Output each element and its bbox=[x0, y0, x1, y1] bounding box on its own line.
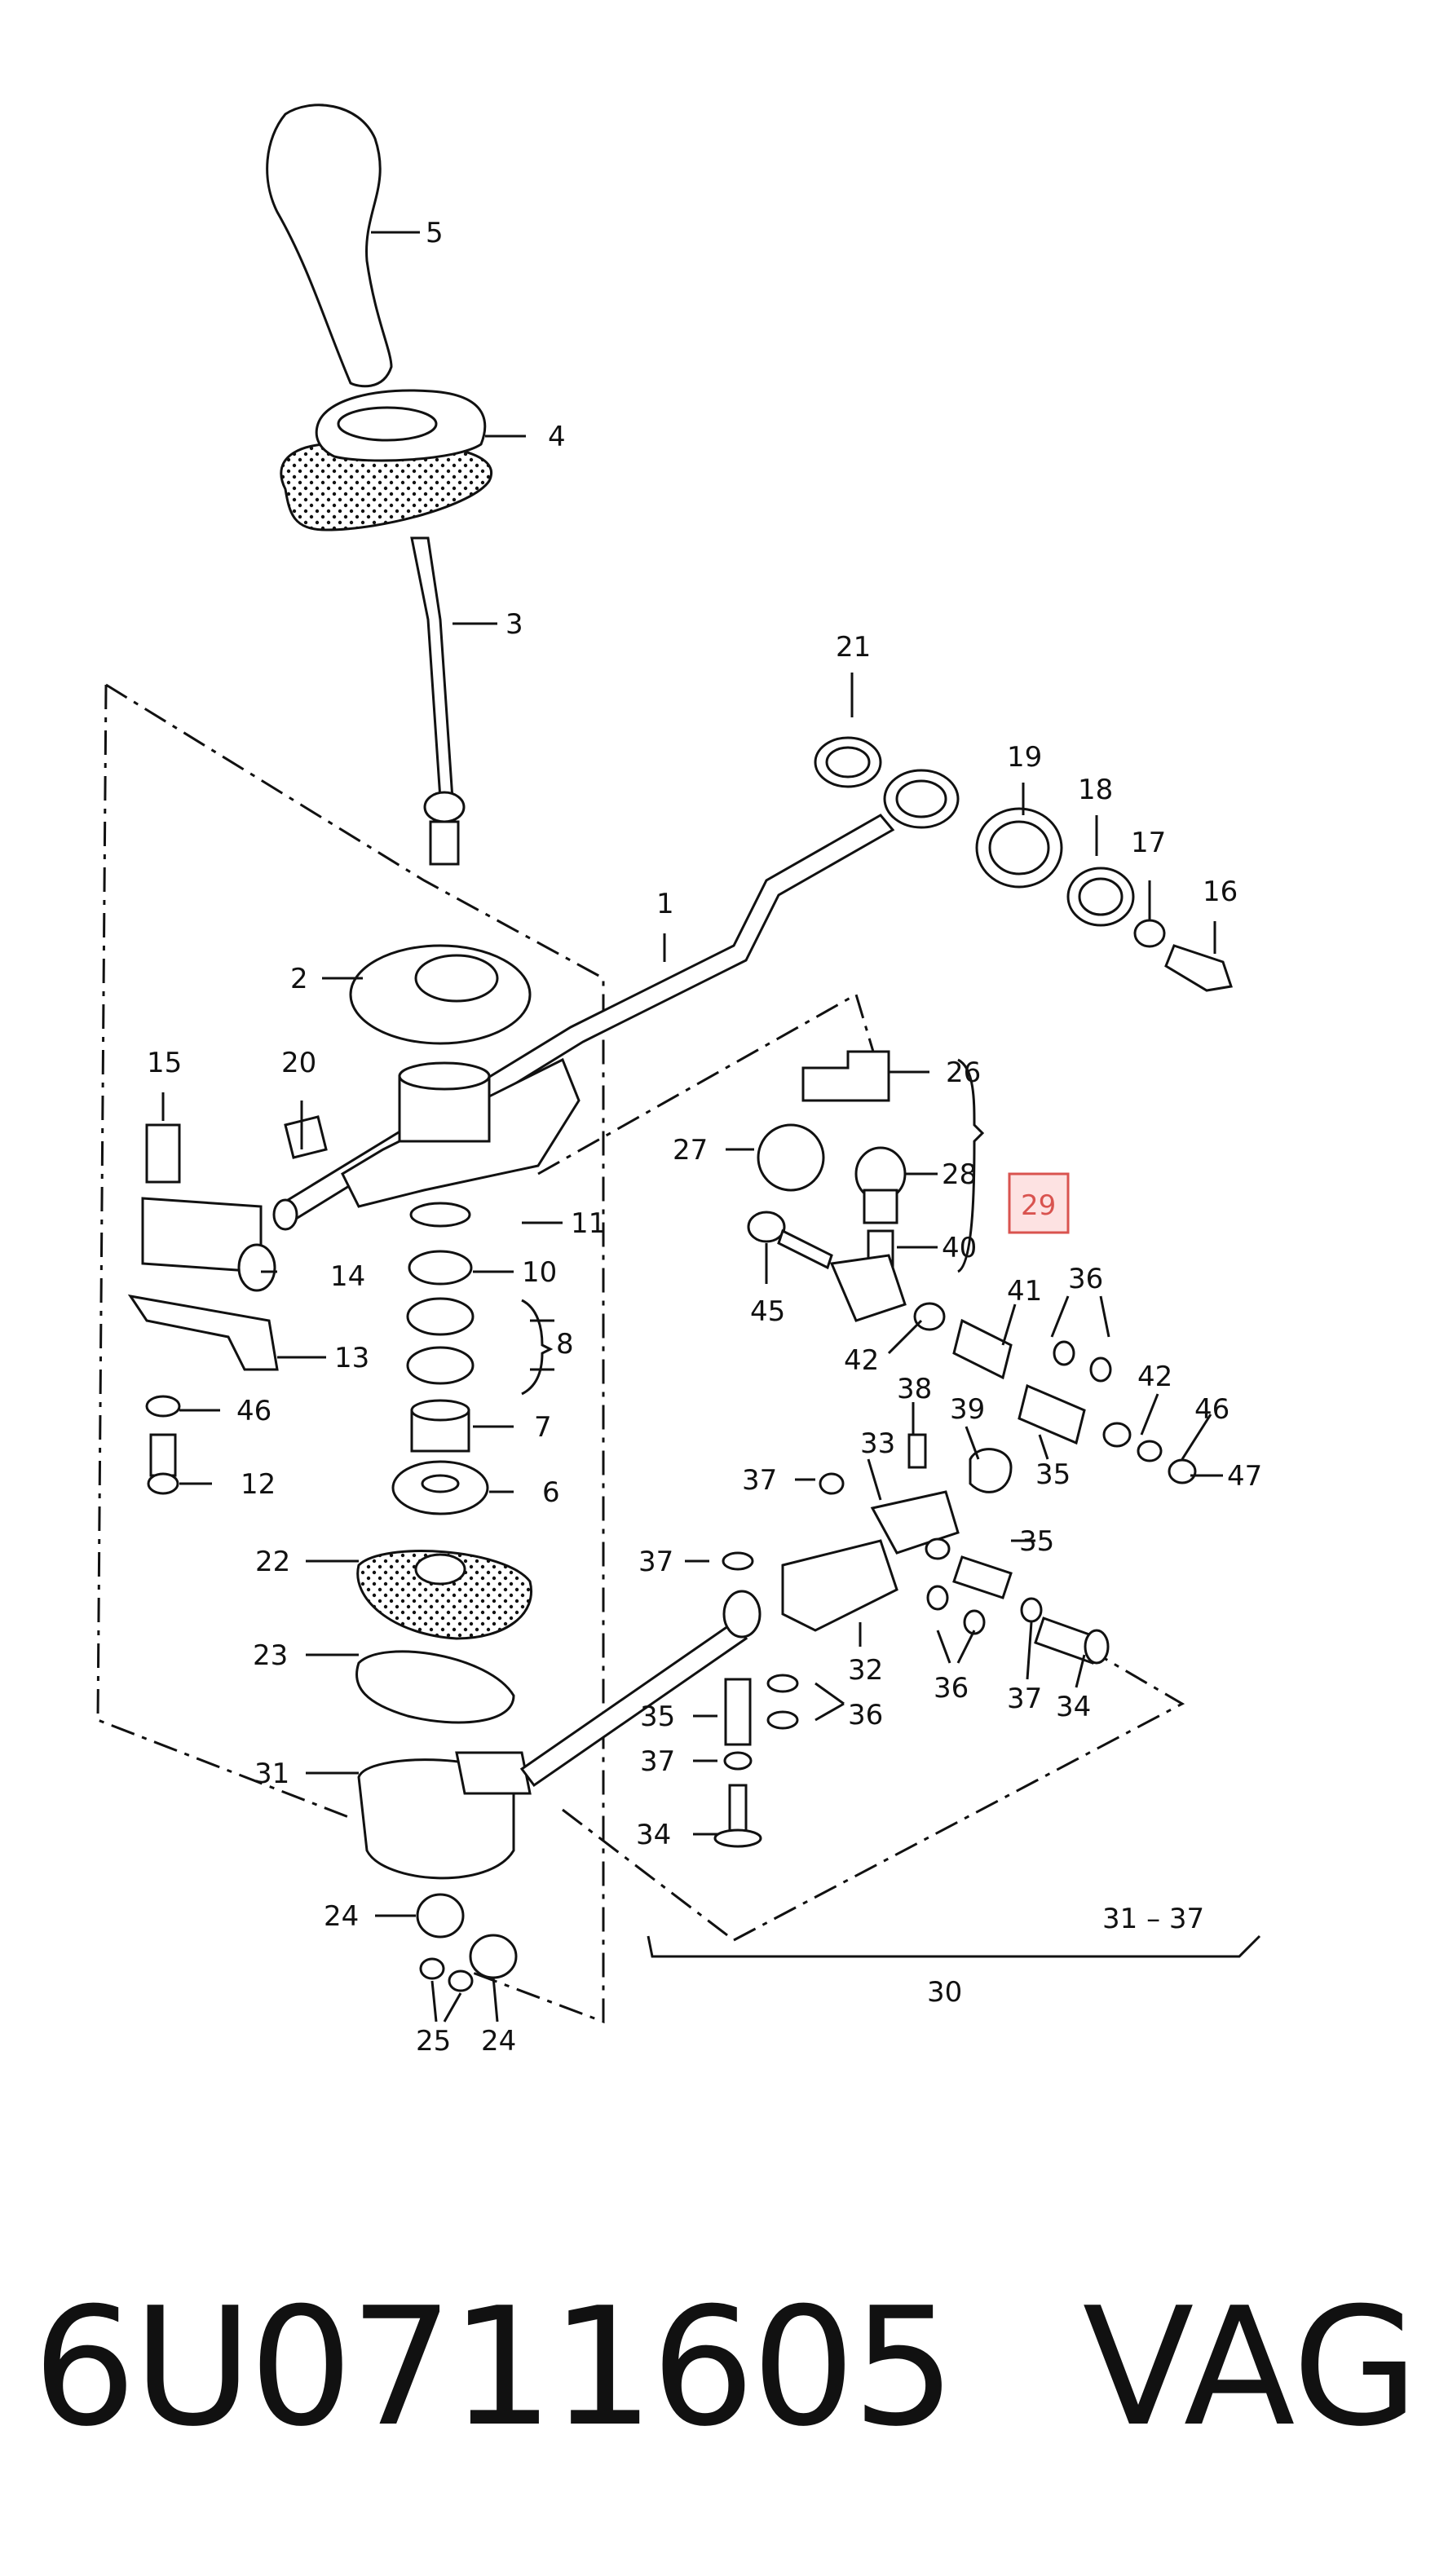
base-housing-parts bbox=[355, 1550, 762, 1880]
shift-knob bbox=[266, 104, 393, 388]
label-12: 12 bbox=[241, 1468, 276, 1501]
label-5: 5 bbox=[426, 217, 444, 249]
bearing-stack bbox=[391, 1202, 489, 1515]
label-40: 40 bbox=[942, 1232, 977, 1264]
label-32: 32 bbox=[848, 1654, 883, 1687]
label-28: 28 bbox=[942, 1158, 977, 1191]
part-number: 6U0711605 bbox=[33, 2273, 956, 2463]
label-42b: 42 bbox=[1137, 1361, 1172, 1393]
label-37a: 37 bbox=[742, 1464, 777, 1497]
exploded-parts-diagram: 5 4 3 21 19 18 17 16 1 2 20 15 26 27 28 … bbox=[96, 104, 1262, 2058]
label-11: 11 bbox=[571, 1207, 606, 1240]
label-6: 6 bbox=[542, 1476, 560, 1509]
label-35a: 35 bbox=[1035, 1458, 1071, 1491]
label-24b: 24 bbox=[481, 2025, 516, 2058]
label-15: 15 bbox=[147, 1047, 182, 1079]
gear-lever bbox=[410, 536, 466, 866]
label-19: 19 bbox=[1007, 741, 1042, 774]
label-39: 39 bbox=[950, 1393, 985, 1426]
label-8: 8 bbox=[556, 1328, 574, 1361]
label-21: 21 bbox=[836, 631, 871, 664]
shift-boot bbox=[280, 389, 492, 532]
rod-bushing-parts bbox=[913, 1302, 1197, 1484]
assembly-outline-right bbox=[537, 992, 1185, 1942]
assembly-outline-left bbox=[96, 683, 605, 2024]
label-35b: 35 bbox=[1019, 1525, 1054, 1558]
label-33: 33 bbox=[860, 1427, 895, 1460]
label-34b: 34 bbox=[636, 1819, 671, 1851]
rod-end-parts bbox=[814, 736, 1233, 992]
label-34a: 34 bbox=[1056, 1691, 1091, 1723]
label-42a: 42 bbox=[844, 1344, 879, 1377]
label-10: 10 bbox=[522, 1256, 557, 1289]
label-47: 47 bbox=[1227, 1460, 1262, 1493]
label-24a: 24 bbox=[324, 1900, 359, 1933]
pivot-pin-parts bbox=[127, 1115, 328, 1495]
highlight-box-29 bbox=[1008, 1172, 1070, 1234]
label-2: 2 bbox=[290, 963, 308, 995]
label-36c: 36 bbox=[934, 1672, 969, 1705]
callout-labels: 5 4 3 21 19 18 17 16 1 2 20 15 26 27 28 … bbox=[147, 217, 1262, 2058]
label-14: 14 bbox=[330, 1260, 365, 1293]
label-23: 23 bbox=[253, 1639, 288, 1672]
label-20: 20 bbox=[281, 1047, 316, 1079]
label-25: 25 bbox=[416, 2025, 451, 2058]
selector-ball-parts bbox=[747, 1050, 907, 1322]
label-27: 27 bbox=[673, 1134, 708, 1167]
label-36a: 36 bbox=[1068, 1263, 1103, 1295]
selector-bracket bbox=[341, 1057, 581, 1208]
label-13: 13 bbox=[334, 1342, 369, 1374]
label-16: 16 bbox=[1203, 876, 1238, 908]
label-7: 7 bbox=[534, 1411, 552, 1444]
label-37d: 37 bbox=[640, 1745, 675, 1778]
label-45: 45 bbox=[750, 1295, 785, 1328]
label-18: 18 bbox=[1078, 774, 1113, 806]
label-38: 38 bbox=[897, 1373, 932, 1405]
ball-socket-parts bbox=[416, 1893, 518, 1992]
leader-lines bbox=[161, 231, 1261, 2022]
label-range: 31 – 37 bbox=[1102, 1903, 1204, 1935]
brand-name: VAG bbox=[1082, 2273, 1419, 2463]
label-36b: 36 bbox=[848, 1699, 883, 1731]
shift-lever-joint-parts bbox=[713, 1433, 1110, 1848]
label-46a: 46 bbox=[1194, 1393, 1229, 1426]
label-37b: 37 bbox=[638, 1546, 673, 1578]
label-26: 26 bbox=[946, 1056, 981, 1089]
label-30: 30 bbox=[927, 1976, 962, 2009]
label-1: 1 bbox=[656, 888, 674, 920]
label-29: 29 bbox=[1021, 1189, 1056, 1222]
footer: 6U0711605 VAG bbox=[33, 2266, 1419, 2470]
label-3: 3 bbox=[505, 608, 523, 641]
label-37c: 37 bbox=[1007, 1683, 1042, 1715]
label-17: 17 bbox=[1131, 827, 1166, 859]
lever-housing-cup bbox=[349, 944, 532, 1045]
label-22: 22 bbox=[255, 1546, 290, 1578]
label-35c: 35 bbox=[640, 1700, 675, 1733]
label-4: 4 bbox=[548, 421, 566, 453]
label-41: 41 bbox=[1007, 1275, 1042, 1308]
label-31: 31 bbox=[254, 1758, 289, 1790]
label-46b: 46 bbox=[236, 1395, 272, 1427]
